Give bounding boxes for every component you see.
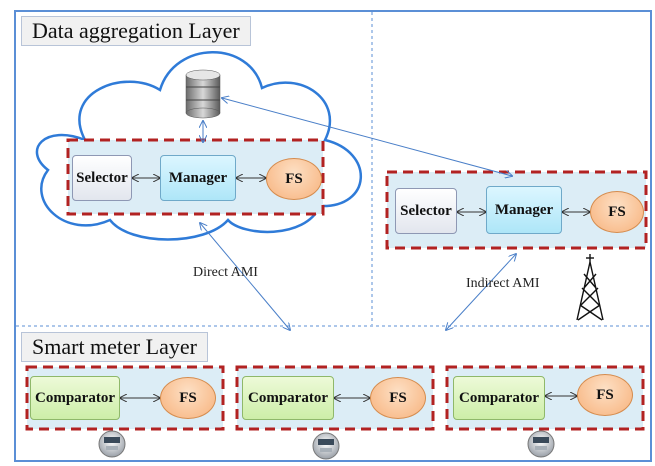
meter-3-fs-node: FS [577, 374, 633, 416]
arrow-indirect-ami [446, 254, 516, 330]
remote-manager-node: Manager [486, 186, 562, 234]
smart-meter-icon-2 [312, 432, 340, 460]
smart-meter-layer-title: Smart meter Layer [21, 332, 208, 362]
outer-frame [14, 10, 652, 462]
meter-1-comparator-node: Comparator [30, 376, 120, 420]
direct-ami-label: Direct AMI [193, 265, 258, 280]
cloud-fs-node: FS [266, 158, 322, 200]
remote-fs-node: FS [590, 191, 644, 233]
arrow-db-remote-manager [222, 98, 512, 176]
arrow-direct-ami [200, 223, 290, 330]
meter-3-comparator-node: Comparator [453, 376, 545, 420]
remote-selector-node: Selector [395, 188, 457, 234]
meter-2-fs-node: FS [370, 377, 426, 419]
smart-meter-icon-1 [98, 430, 126, 458]
meter-1-fs-node: FS [160, 377, 216, 419]
smart-meter-icon-3 [527, 430, 555, 458]
indirect-ami-label: Indirect AMI [466, 276, 540, 291]
cloud-manager-node: Manager [160, 155, 236, 201]
meter-2-comparator-node: Comparator [242, 376, 334, 420]
database-icon [185, 69, 221, 119]
antenna-tower-icon [576, 254, 604, 321]
cloud-selector-node: Selector [72, 155, 132, 201]
data-aggregation-layer-title: Data aggregation Layer [21, 16, 251, 46]
